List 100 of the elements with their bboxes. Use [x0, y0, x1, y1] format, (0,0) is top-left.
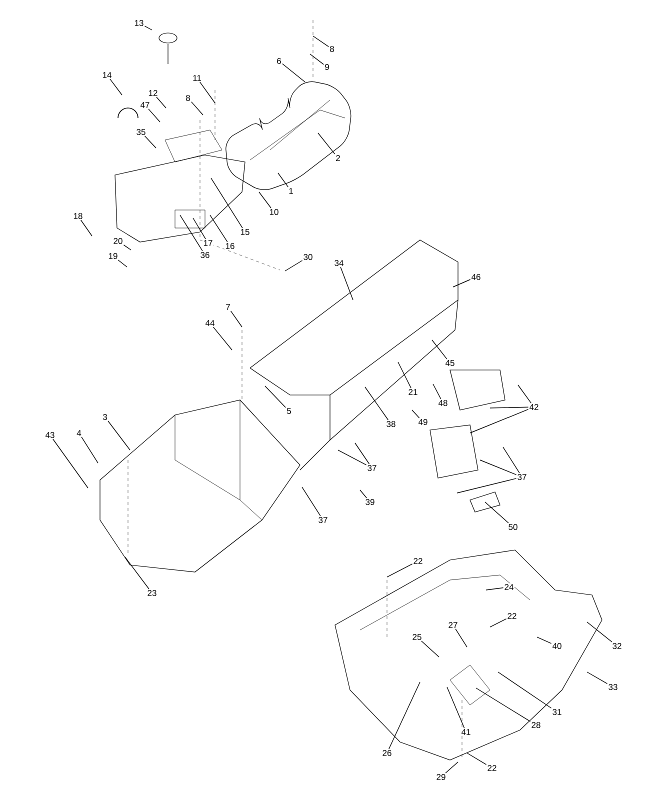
callout-number: 25 — [411, 633, 423, 641]
leader-line — [148, 108, 160, 122]
leader-line — [81, 436, 98, 464]
callout-number: 34 — [333, 259, 345, 267]
callout-number: 16 — [224, 242, 236, 250]
callout-number: 44 — [204, 319, 216, 327]
leader-line — [52, 438, 88, 488]
leader-line — [144, 26, 152, 30]
callout-number: 20 — [112, 237, 124, 245]
leader-line — [536, 636, 552, 644]
callout-number: 11 — [192, 74, 202, 82]
callout-number: 9 — [324, 63, 330, 71]
callout-number: 22 — [412, 557, 424, 565]
leader-line — [282, 63, 306, 82]
leader-line — [124, 556, 150, 590]
callout-number: 24 — [503, 583, 515, 591]
callout-number: 48 — [437, 399, 449, 407]
leader-line — [490, 618, 507, 628]
callout-number: 27 — [447, 621, 459, 629]
leader-line — [484, 502, 509, 524]
leader-line — [386, 564, 413, 578]
callout-number: 4 — [76, 429, 82, 437]
callout-number: 23 — [146, 589, 158, 597]
callout-number: 14 — [101, 71, 113, 79]
callout-number: 41 — [460, 728, 472, 736]
callout-number: 19 — [107, 252, 119, 260]
leader-line — [230, 310, 242, 328]
leader-line — [586, 622, 612, 642]
callout-number: 15 — [239, 228, 251, 236]
callout-number: 2 — [334, 154, 342, 162]
leader-line — [364, 386, 389, 420]
leader-line — [80, 220, 92, 236]
leader-line — [480, 460, 517, 476]
callout-number: 28 — [530, 721, 542, 729]
leader-line — [210, 214, 228, 242]
callout-number: 22 — [486, 764, 498, 772]
leader-line — [470, 408, 529, 434]
callout-number: 6 — [276, 57, 282, 65]
callout-number: 21 — [407, 388, 419, 396]
callout-number: 10 — [268, 208, 280, 216]
leader-line — [476, 688, 531, 722]
callout-number: 40 — [551, 642, 563, 650]
leader-line — [180, 214, 203, 252]
leader-line — [144, 136, 156, 148]
leader-line — [498, 672, 552, 708]
callout-number: 38 — [385, 420, 397, 428]
leader-line — [452, 279, 471, 288]
leader-line — [354, 442, 370, 464]
callout-number: 35 — [135, 128, 147, 136]
callout-number: 29 — [435, 773, 447, 781]
leader-line — [302, 486, 321, 516]
leader-line — [446, 686, 465, 728]
callout-number: 42 — [528, 403, 540, 411]
leader-line — [199, 82, 216, 104]
leader-line — [456, 478, 517, 494]
callout-number: 49 — [417, 418, 429, 426]
callout-number: 32 — [611, 642, 623, 650]
leader-line — [110, 78, 122, 96]
callout-number: 47 — [139, 101, 151, 109]
callout-number: 46 — [470, 273, 482, 281]
callout-number: 7 — [224, 303, 232, 311]
callout-number: 37 — [317, 516, 329, 524]
leader-line — [518, 384, 532, 404]
leader-line — [360, 490, 368, 498]
leader-line — [156, 96, 166, 108]
leader-line — [310, 54, 324, 65]
leader-line — [191, 101, 204, 116]
leader-line — [412, 410, 420, 418]
leader-line — [421, 640, 440, 658]
leader-line — [210, 178, 243, 228]
callout-number: 50 — [507, 523, 519, 531]
leader-line — [338, 450, 367, 466]
leader-line — [264, 386, 286, 408]
callout-number: 18 — [72, 212, 84, 220]
leader-line — [455, 628, 468, 648]
callout-number: 13 — [133, 19, 145, 27]
leader-line — [432, 384, 442, 400]
callout-number: 45 — [444, 359, 456, 367]
callout-number: 26 — [381, 749, 393, 757]
callout-number: 8 — [328, 45, 336, 53]
callout-number: 37 — [516, 473, 528, 481]
callout-number: 33 — [607, 683, 619, 691]
callout-number: 43 — [44, 431, 56, 439]
leader-line — [118, 260, 128, 268]
callout-number: 12 — [147, 89, 159, 97]
callout-number: 8 — [184, 94, 192, 102]
leader-line — [212, 326, 232, 350]
leader-line — [490, 406, 529, 408]
leader-line — [432, 340, 448, 360]
callout-number: 3 — [102, 413, 108, 421]
leader-line — [398, 362, 412, 388]
callout-number: 37 — [366, 464, 378, 472]
leader-line — [258, 192, 272, 208]
leader-line — [586, 672, 608, 684]
callout-number: 22 — [506, 612, 518, 620]
leader-line — [486, 587, 504, 590]
leader-line — [388, 682, 420, 750]
leader-line — [466, 752, 487, 765]
leader-line — [284, 260, 303, 272]
callout-number: 39 — [364, 498, 376, 506]
